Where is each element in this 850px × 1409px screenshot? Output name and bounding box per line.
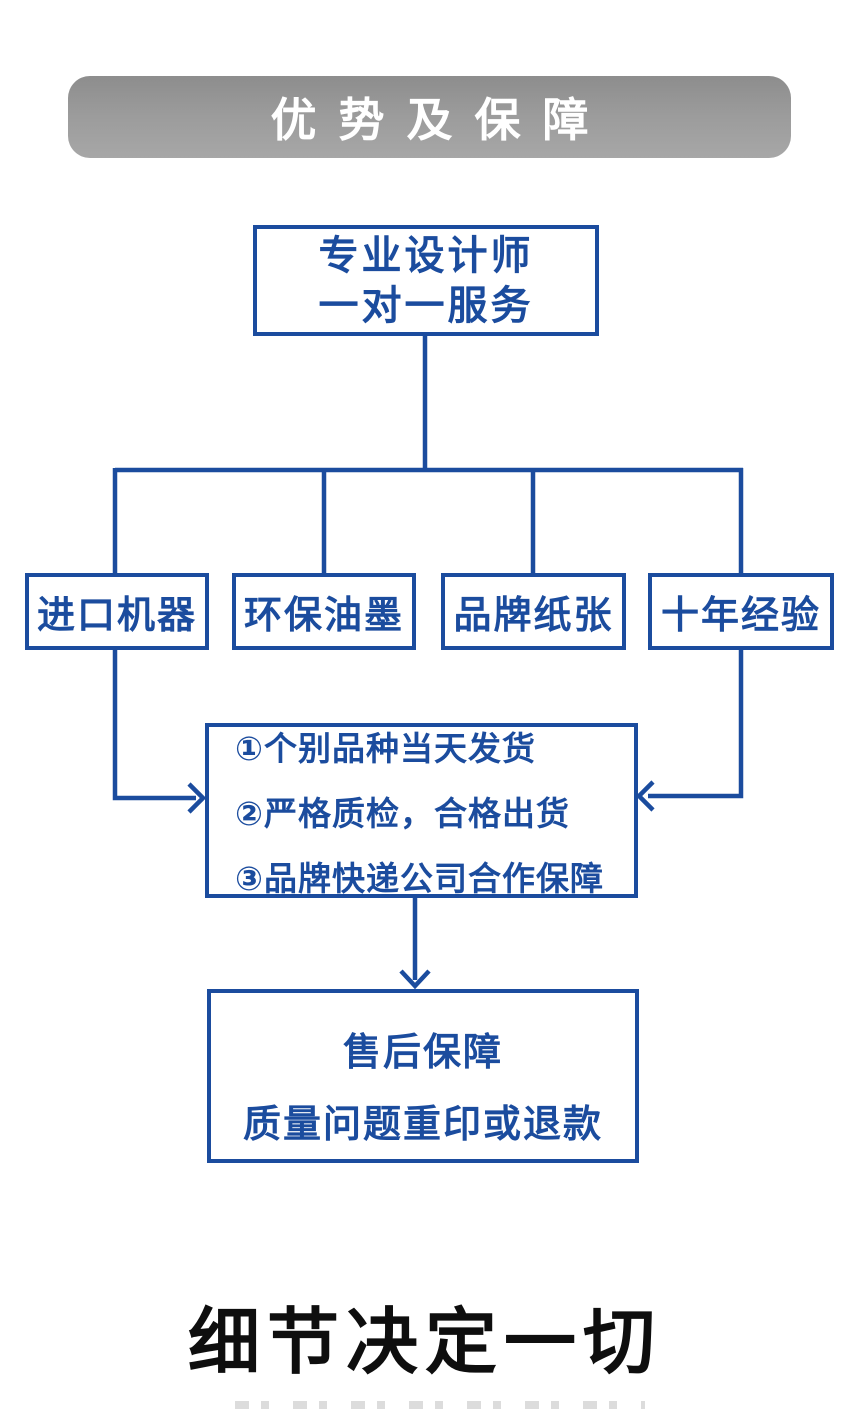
arrowhead-left-icon xyxy=(635,780,655,812)
designer-service-line1: 专业设计师 xyxy=(318,233,534,278)
feature-box-eco-ink: 环保油墨 xyxy=(232,573,416,650)
feature-label: 进口机器 xyxy=(36,595,197,637)
connector-right-elbow xyxy=(648,647,744,799)
clipped-text-remnant xyxy=(235,1401,645,1409)
aftersales-line2: 质量问题重印或退款 xyxy=(242,1104,603,1146)
feature-label: 品牌纸张 xyxy=(453,595,614,637)
feature-label: 十年经验 xyxy=(660,595,821,637)
guarantee-item-2: ②严格质检，合格出货 xyxy=(235,794,570,832)
banner-title: 优势及保障 xyxy=(270,94,611,146)
aftersales-box: 售后保障 质量问题重印或退款 xyxy=(207,989,639,1163)
guarantee-item-3: ③品牌快递公司合作保障 xyxy=(235,859,604,897)
feature-box-imported-machines: 进口机器 xyxy=(25,573,209,650)
arrowhead-right-icon xyxy=(187,782,207,814)
slogan-text: 细节决定一切 xyxy=(187,1303,662,1383)
designer-service-box: 专业设计师 一对一服务 xyxy=(253,225,599,336)
feature-box-brand-paper: 品牌纸张 xyxy=(441,573,626,650)
arrowhead-down-icon xyxy=(399,969,431,990)
guarantee-item-1: ①个别品种当天发货 xyxy=(235,729,536,767)
guarantee-box: ①个别品种当天发货 ②严格质检，合格出货 ③品牌快递公司合作保障 xyxy=(205,723,638,898)
feature-label: 环保油墨 xyxy=(243,595,404,637)
connector-left-elbow xyxy=(112,647,196,801)
designer-service-line2: 一对一服务 xyxy=(318,283,534,328)
feature-box-ten-years: 十年经验 xyxy=(648,573,834,650)
aftersales-line1: 售后保障 xyxy=(342,1032,503,1074)
section-banner: 优势及保障 xyxy=(68,76,791,158)
